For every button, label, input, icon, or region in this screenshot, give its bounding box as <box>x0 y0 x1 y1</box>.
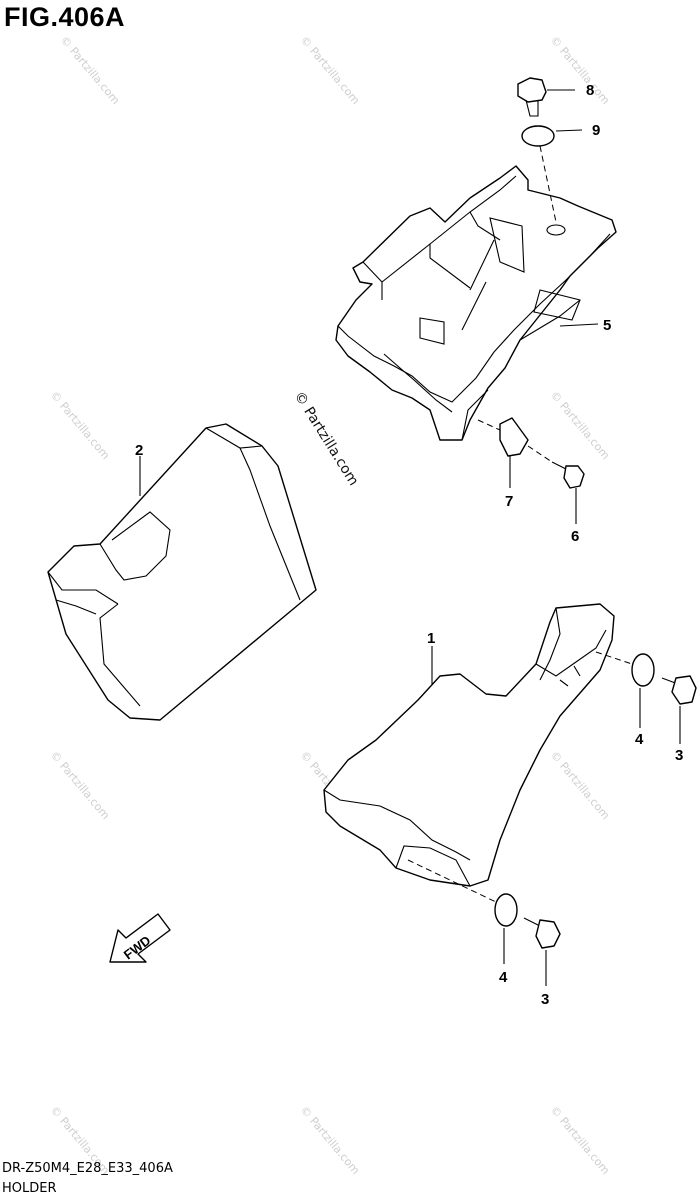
callout-6: 6 <box>571 528 579 545</box>
part-4-washer <box>631 653 655 687</box>
watermark-faint: © Partzilla.com <box>48 389 113 462</box>
part-9-washer <box>521 125 555 147</box>
part-4-washer <box>494 893 518 927</box>
assembly-line <box>539 145 557 223</box>
part-3-bolt <box>661 675 697 705</box>
part-6-bolt <box>551 461 585 489</box>
part-5-holder-tray <box>335 165 617 441</box>
figure-code: DR-Z50M4_E28_E33_406A <box>2 1161 173 1176</box>
callout-8: 8 <box>586 82 594 99</box>
watermark-faint: © Partzilla.com <box>48 749 113 822</box>
figure-caption: HOLDER <box>2 1181 57 1196</box>
part-2-cover <box>47 423 317 721</box>
watermark-faint: © Partzilla.com <box>58 34 123 107</box>
callout-3: 3 <box>541 991 549 1008</box>
watermark-faint: © Partzilla.com <box>298 34 363 107</box>
watermark-faint: © Partzilla.com <box>548 1104 613 1177</box>
watermark-faint: © Partzilla.com <box>298 1104 363 1177</box>
callout-2: 2 <box>135 442 143 459</box>
forward-arrow-icon: FWD <box>109 913 171 963</box>
watermark-main: © Partzilla.com <box>291 389 362 489</box>
figure-title: FIG.406A <box>4 2 126 32</box>
callout-9: 9 <box>592 122 600 139</box>
callout-3: 3 <box>675 747 683 764</box>
part-8-bolt <box>517 77 547 117</box>
callout-4: 4 <box>499 969 508 986</box>
leader-lines <box>139 89 681 986</box>
part-1-battery-cover <box>323 603 615 887</box>
callout-7: 7 <box>505 493 513 510</box>
part-3-bolt <box>523 917 561 949</box>
callout-4: 4 <box>635 731 644 748</box>
callout-5: 5 <box>603 317 611 334</box>
watermark-faint: © Partzilla.com <box>548 749 613 822</box>
assembly-line <box>595 651 633 665</box>
assembly-line <box>477 419 553 463</box>
callout-labels: 8 9 5 2 7 6 1 4 3 4 3 <box>135 82 683 1008</box>
watermark-faint: © Partzilla.com <box>548 389 613 462</box>
part-7-bracket <box>499 417 529 457</box>
watermark-faint: © Partzilla.com <box>548 34 613 107</box>
assembly-line <box>407 859 497 903</box>
callout-1: 1 <box>427 630 435 647</box>
